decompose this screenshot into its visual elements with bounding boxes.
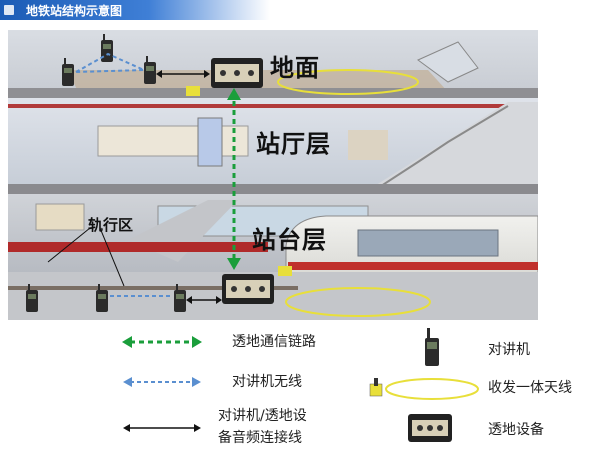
track-radio-2 (96, 284, 108, 312)
floor-label-ground: 地面 (270, 54, 320, 82)
legend-link-swatch (122, 336, 202, 348)
platform-antenna-base (278, 266, 292, 276)
ground-radio-2 (101, 34, 113, 62)
platform-through-ground-device (222, 274, 274, 304)
track-radio-1 (26, 284, 38, 312)
ground-radio-3 (144, 56, 156, 84)
title-bar: 地铁站结构示意图 (0, 0, 270, 20)
track-area-leader-2 (99, 227, 125, 287)
ground-through-ground-device (211, 58, 263, 88)
legend-device-label: 透地设备 (488, 422, 544, 438)
ground-loop-antenna (277, 69, 419, 95)
legend-cable-label-line2: 备音频连接线 (218, 430, 302, 446)
platform-loop-antenna (285, 287, 431, 317)
station-cross-section (8, 30, 538, 320)
diagram-title: 地铁站结构示意图 (26, 4, 123, 18)
link-arrow-top (227, 88, 241, 100)
legend-wireless-label: 对讲机无线 (232, 374, 302, 390)
track-area-leader-1 (47, 227, 91, 263)
handheld-radio-icon (425, 328, 439, 366)
through-ground-device-icon (408, 414, 452, 442)
ground-wireless-links (75, 52, 145, 73)
station-entrance-canopy (417, 41, 479, 83)
title-mark-icon (4, 5, 14, 15)
legend-antenna-label: 收发一体天线 (488, 380, 572, 396)
link-arrow-bottom (227, 258, 241, 270)
legend-link-label: 透地通信链路 (232, 334, 316, 350)
ground-antenna-base (186, 86, 200, 96)
loop-antenna-icon (369, 378, 479, 400)
track-radio-3 (174, 284, 186, 312)
ground-radio-1 (62, 58, 74, 86)
legend-wireless-swatch (123, 377, 201, 387)
legend: 透地通信链路 对讲机无线 对讲机/透地设 备音频连接线 对讲机 收发一体天线 透… (0, 326, 600, 454)
zone-label-track-area: 轨行区 (88, 216, 134, 234)
hall-level (8, 98, 538, 194)
legend-radio-label: 对讲机 (488, 342, 530, 358)
legend-cable-swatch (123, 424, 201, 432)
floor-label-platform: 站台层 (252, 226, 327, 254)
legend-cable-label-line1: 对讲机/透地设 (218, 408, 307, 424)
floor-label-hall: 站厅层 (256, 130, 331, 158)
